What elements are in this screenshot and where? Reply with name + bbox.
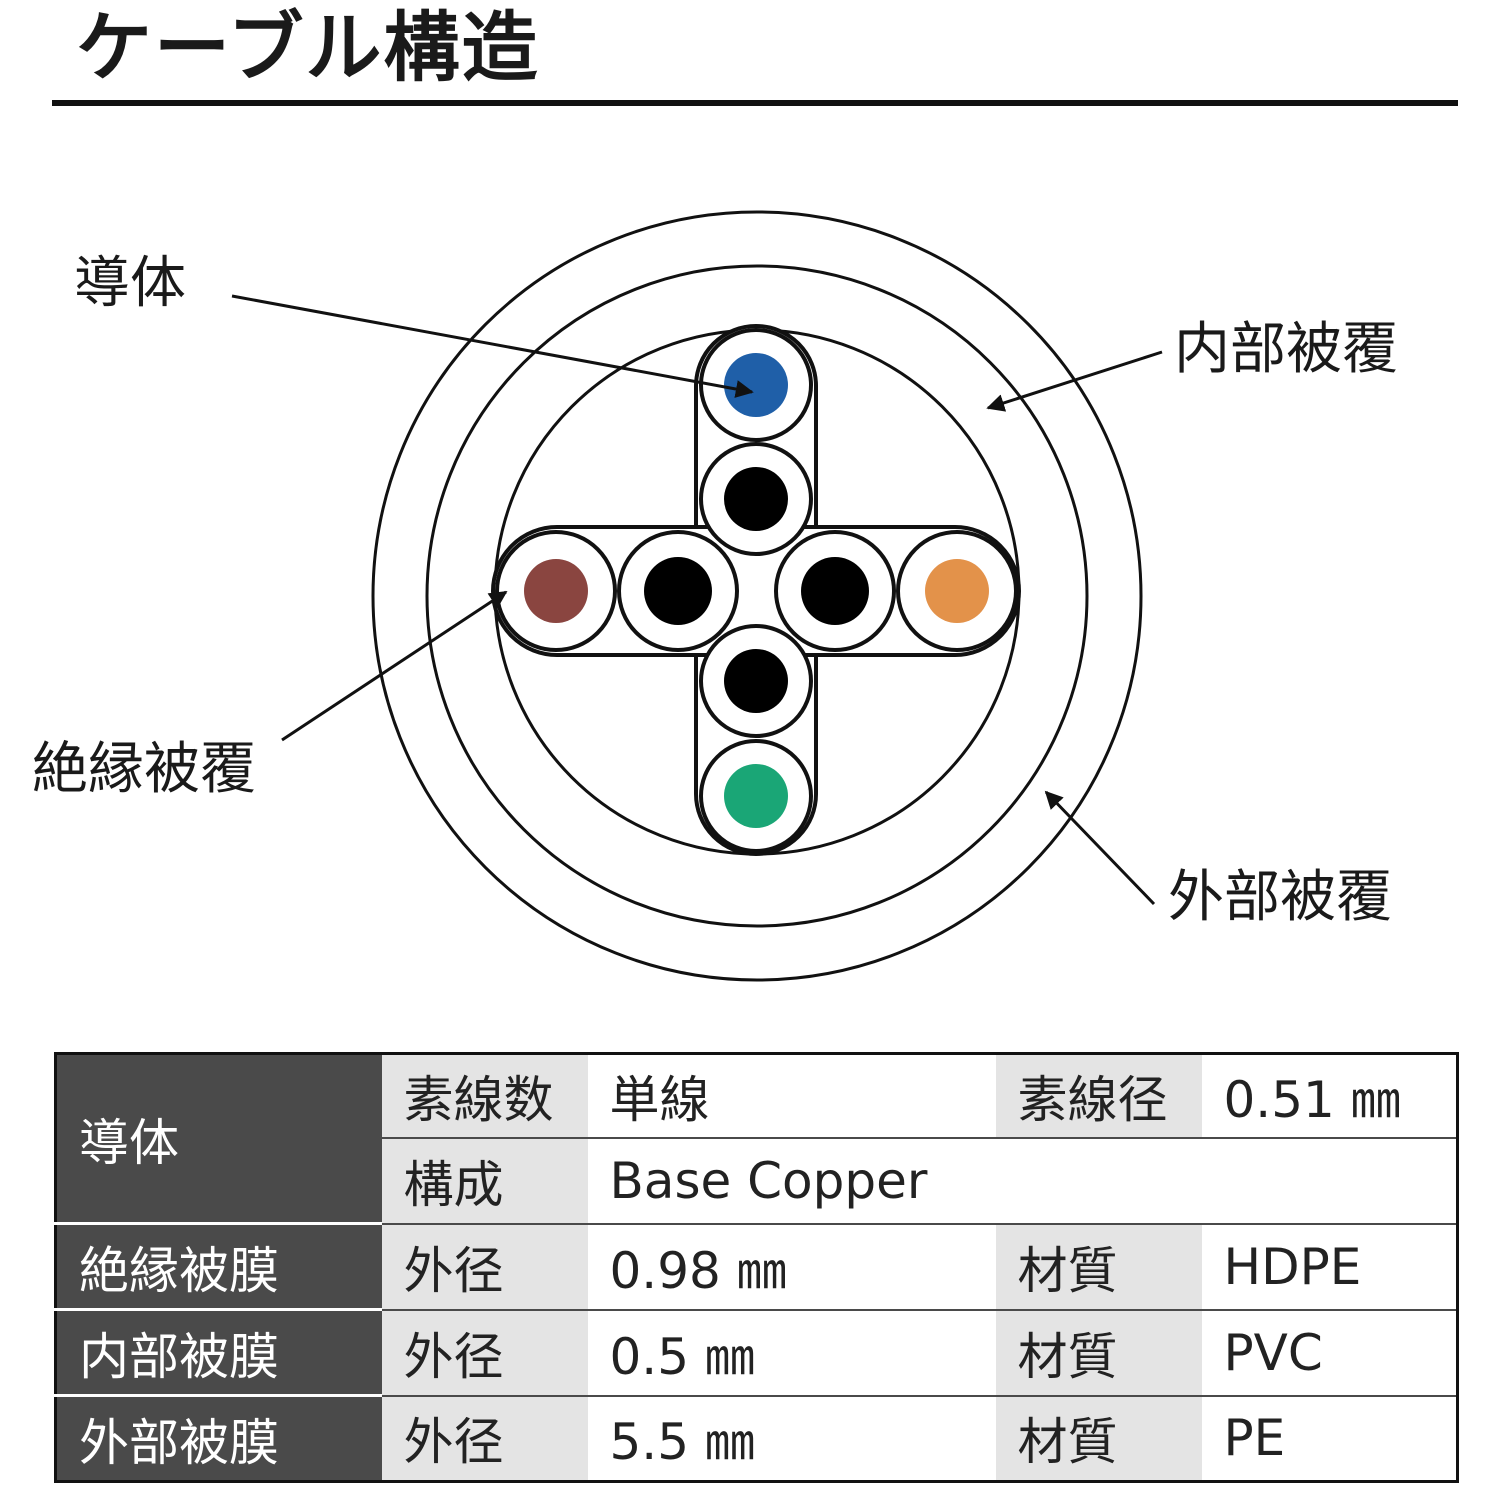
outer-material-label: 材質 — [995, 1395, 1202, 1482]
conductor-arrow — [231, 294, 754, 398]
outer-material-value: PE — [1201, 1395, 1458, 1482]
conductor-green — [724, 764, 788, 828]
conductor-brown — [524, 559, 588, 623]
outer-sheath-arrow — [1044, 790, 1156, 906]
conductor-black-right — [801, 557, 869, 625]
title-underline — [52, 100, 1458, 106]
strand-count-label: 素線数 — [381, 1053, 588, 1139]
table-row: 外部被膜 外径 5.5 ㎜ 材質 PE — [55, 1395, 1458, 1482]
outer-diameter-label: 外径 — [381, 1395, 588, 1482]
inner-material-label: 材質 — [995, 1309, 1202, 1397]
page-title: ケーブル構造 — [76, 3, 540, 92]
insulation-diameter-value: 0.98 ㎜ — [587, 1223, 996, 1311]
section-conductor: 導体 — [55, 1053, 382, 1225]
section-inner-sheath: 内部被膜 — [55, 1309, 382, 1397]
section-outer-sheath: 外部被膜 — [55, 1395, 382, 1482]
inner-diameter-label: 外径 — [381, 1309, 588, 1397]
conductor-black-left — [644, 557, 712, 625]
inner-sheath-arrow — [986, 350, 1163, 412]
conductor-blue — [724, 353, 788, 417]
inner-sheath-ring — [425, 264, 1089, 928]
insulation-diameter-label: 外径 — [381, 1223, 588, 1311]
insulation-arrow — [281, 590, 508, 742]
spec-table: 導体 素線数 単線 素線径 0.51 ㎜ 構成 Base Copper 絶縁被膜… — [54, 1052, 1459, 1483]
table-row: 絶縁被膜 外径 0.98 ㎜ 材質 HDPE — [55, 1223, 1458, 1311]
outer-diameter-value: 5.5 ㎜ — [587, 1395, 996, 1482]
insulation-material-value: HDPE — [1201, 1223, 1458, 1311]
composition-value: Base Copper — [587, 1137, 1458, 1225]
outer-sheath-label: 外部被覆 — [1168, 865, 1392, 930]
outer-sheath-ring — [371, 210, 1143, 982]
conductors — [524, 353, 989, 828]
inner-sheath-label: 内部被覆 — [1174, 317, 1398, 382]
conductor-label: 導体 — [74, 251, 186, 316]
cable-cross-section — [231, 210, 1163, 982]
insulation-label: 絶縁被覆 — [32, 737, 256, 802]
inner-diameter-value: 0.5 ㎜ — [587, 1309, 996, 1397]
insulation-material-label: 材質 — [995, 1223, 1202, 1311]
table-row: 導体 素線数 単線 素線径 0.51 ㎜ — [55, 1053, 1458, 1225]
conductor-orange — [925, 559, 989, 623]
section-insulation: 絶縁被膜 — [55, 1223, 382, 1311]
inner-material-value: PVC — [1201, 1309, 1458, 1397]
strand-diameter-value: 0.51 ㎜ — [1201, 1053, 1458, 1139]
composition-label: 構成 — [381, 1137, 588, 1225]
table-row: 内部被膜 外径 0.5 ㎜ 材質 PVC — [55, 1309, 1458, 1397]
conductor-black-upper — [724, 467, 788, 531]
table-row: 構成 Base Copper — [56, 1137, 1458, 1225]
conductor-black-lower — [724, 649, 788, 713]
strand-diameter-label: 素線径 — [995, 1053, 1202, 1139]
strand-count-value: 単線 — [587, 1053, 996, 1139]
